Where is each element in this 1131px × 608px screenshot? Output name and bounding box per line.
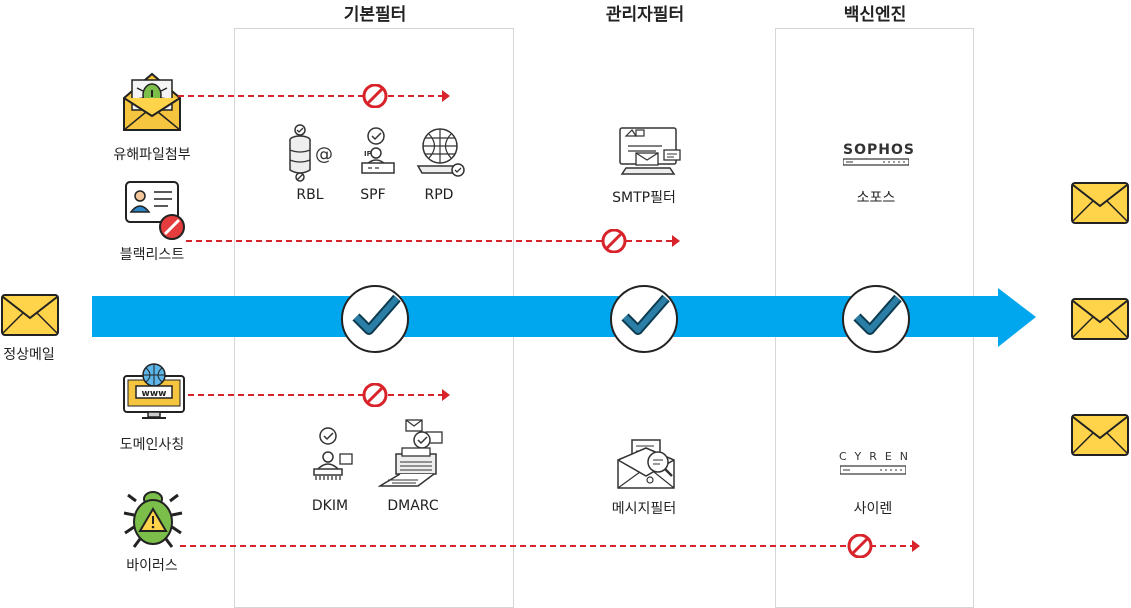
sophos-appliance-icon bbox=[843, 158, 909, 166]
threat-label-virus: 바이러스 bbox=[126, 558, 178, 574]
attachment-block-line bbox=[178, 84, 450, 108]
threat-label-blacklist: 블랙리스트 bbox=[119, 247, 185, 263]
message-filter-icon bbox=[617, 439, 675, 489]
svg-text:www: www bbox=[142, 389, 167, 399]
dmarc-printer-icon bbox=[378, 419, 443, 487]
engine-label-cyren: 사이렌 bbox=[853, 501, 893, 517]
filter-label-rpd: RPD bbox=[424, 187, 454, 203]
blacklist-id-icon bbox=[125, 181, 185, 240]
envelope-icon bbox=[1071, 414, 1129, 456]
column-title-engine: 백신엔진 bbox=[843, 5, 907, 25]
envelope-icon bbox=[1071, 298, 1129, 340]
filter-label-dmarc: DMARC bbox=[387, 498, 439, 514]
filter-label-dkim: DKIM bbox=[311, 498, 349, 514]
dkim-user-icon bbox=[313, 427, 353, 480]
check-icon bbox=[341, 285, 409, 353]
blacklist-block-line bbox=[186, 229, 680, 253]
rpd-globe-icon bbox=[416, 128, 465, 177]
envelope-icon bbox=[1, 294, 59, 336]
filter-label-message: 메시지필터 bbox=[611, 501, 677, 517]
filter-label-spf: SPF bbox=[360, 187, 386, 203]
infected-attachment-icon bbox=[123, 72, 181, 131]
smtp-monitor-icon bbox=[619, 127, 681, 175]
filter-label-smtp: SMTP필터 bbox=[612, 190, 676, 206]
check-icon bbox=[842, 285, 910, 353]
spoofing-block-line bbox=[188, 383, 450, 407]
engine-label-sophos: 소포스 bbox=[856, 190, 896, 206]
envelope-icon bbox=[1071, 182, 1129, 224]
sophos-logo: SOPHOS bbox=[843, 142, 915, 158]
cyren-appliance-icon bbox=[840, 465, 906, 475]
column-title-basic-filter: 기본필터 bbox=[343, 5, 407, 25]
normal-mail-label: 정상메일 bbox=[3, 347, 55, 363]
spoofed-domain-icon: www bbox=[123, 363, 185, 419]
threat-label-domain-spoofing: 도메인사칭 bbox=[119, 437, 185, 453]
virus-block-line bbox=[180, 534, 920, 558]
spf-ip-icon: IP bbox=[361, 127, 395, 174]
cyren-logo: CYREN bbox=[839, 450, 917, 463]
svg-text:IP: IP bbox=[364, 150, 372, 158]
filter-label-rbl: RBL bbox=[296, 187, 324, 203]
svg-text:@: @ bbox=[315, 144, 333, 165]
threat-label-attachment: 유해파일첨부 bbox=[113, 147, 191, 163]
column-title-admin-filter: 관리자필터 bbox=[605, 5, 685, 25]
rbl-database-icon: @ bbox=[289, 124, 333, 182]
check-icon bbox=[610, 285, 678, 353]
virus-bug-icon bbox=[123, 491, 183, 548]
